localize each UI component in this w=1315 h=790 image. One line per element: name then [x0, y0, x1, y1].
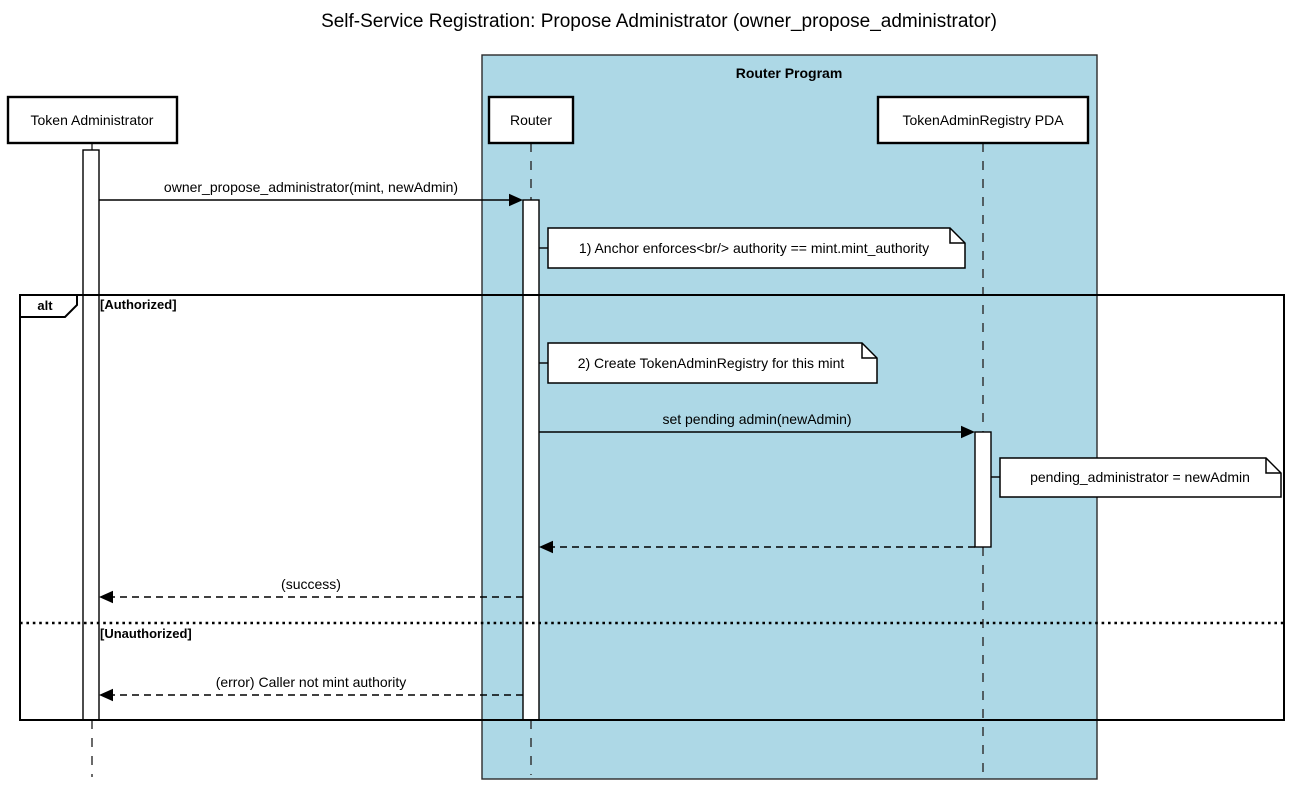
arrowhead-left-icon — [99, 590, 113, 604]
note-2-text: 2) Create TokenAdminRegistry for this mi… — [578, 355, 845, 371]
arrowhead-right-icon — [961, 425, 975, 439]
alt-condition-unauthorized: [Unauthorized] — [100, 626, 192, 641]
router-program-container — [481, 54, 1098, 780]
alt-condition-authorized: [Authorized] — [100, 297, 177, 312]
participant-label-registry-pda: TokenAdminRegistry PDA — [902, 112, 1064, 128]
participant-label-router: Router — [510, 112, 552, 128]
participant-box-router — [487, 95, 575, 145]
participant-box-registry-pda — [876, 95, 1090, 145]
note-1-fold-icon — [949, 228, 965, 244]
diagram-title: Self-Service Registration: Propose Admin… — [321, 11, 997, 32]
alt-operator-pentagon — [19, 294, 78, 318]
message-label-set-pending-admin: set pending admin(newAdmin) — [662, 411, 851, 427]
participant-label-token-administrator: Token Administrator — [31, 112, 154, 128]
note-1-box — [547, 227, 966, 269]
note-3-fold-icon — [1265, 458, 1281, 474]
participant-box-token-administrator — [6, 95, 179, 145]
alt-operator-label: alt — [37, 298, 53, 313]
note-1-text: 1) Anchor enforces<br/> authority == min… — [579, 240, 929, 256]
alt-frame — [19, 294, 1285, 721]
arrowhead-left-icon — [99, 688, 113, 702]
activation-token-administrator — [82, 149, 100, 721]
message-label-owner-propose: owner_propose_administrator(mint, newAdm… — [164, 179, 458, 195]
note-2-box — [547, 342, 878, 384]
note-3-box — [999, 457, 1282, 498]
note-2-fold-icon — [861, 343, 877, 359]
router-program-label: Router Program — [736, 65, 843, 81]
arrowhead-left-icon — [539, 540, 553, 554]
activation-router — [522, 199, 540, 721]
message-label-error: (error) Caller not mint authority — [216, 674, 407, 690]
message-label-success: (success) — [281, 576, 341, 592]
note-3-text: pending_administrator = newAdmin — [1030, 469, 1250, 485]
arrowhead-right-icon — [509, 193, 523, 207]
activation-registry — [974, 431, 992, 548]
